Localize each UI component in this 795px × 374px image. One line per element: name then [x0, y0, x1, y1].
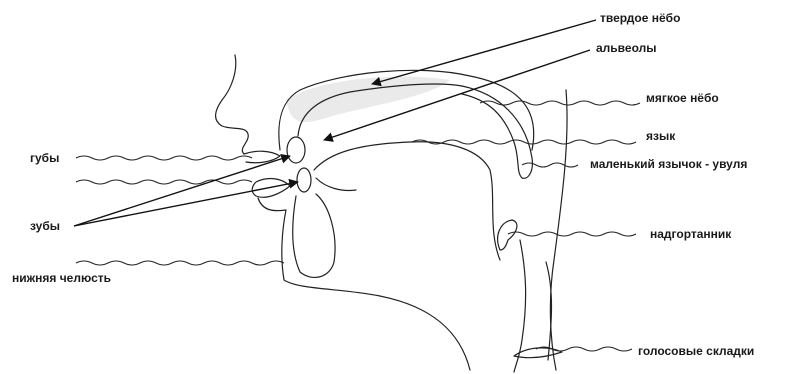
- leader-lips-lower: [76, 180, 252, 184]
- label-uvula: маленький язычок - увуля: [590, 157, 747, 171]
- face-profile: [216, 55, 249, 154]
- leader-lower-jaw: [76, 261, 284, 265]
- label-vocal-folds: голосовые складки: [638, 344, 754, 358]
- label-hard-palate: твердое нёбо: [600, 11, 680, 25]
- label-lips: губы: [30, 151, 59, 165]
- arrow-teeth-upper: [74, 156, 290, 226]
- leader-lips-upper: [76, 156, 252, 160]
- lower-jaw-bone: [293, 194, 335, 277]
- label-epiglottis: надгортанник: [650, 227, 732, 241]
- leader-uvula: [522, 163, 578, 167]
- leader-soft-palate: [480, 101, 640, 105]
- tongue: [314, 142, 500, 260]
- pharynx-back-wall: [550, 90, 567, 370]
- epiglottis: [498, 220, 517, 250]
- vocal-folds-shape: [514, 348, 562, 358]
- label-alveoli: альвеолы: [596, 41, 656, 55]
- arrow-teeth-lower: [74, 182, 298, 226]
- palate-structures: [279, 70, 534, 192]
- wavy-leaders: [412, 101, 640, 351]
- label-soft-palate: мягкое нёбо: [646, 91, 719, 105]
- lower-teeth: [297, 168, 311, 192]
- upper-teeth: [287, 137, 305, 163]
- labels: твердое нёбо альвеолы мягкое нёбо язык м…: [12, 11, 754, 358]
- arrows: [74, 20, 596, 226]
- tongue-underside: [316, 178, 356, 191]
- label-tongue: язык: [646, 129, 676, 143]
- arrow-hard-palate: [372, 20, 596, 84]
- label-teeth: зубы: [30, 219, 60, 233]
- label-lower-jaw: нижняя челюсть: [12, 271, 111, 285]
- wavy-leaders-left: [76, 156, 284, 265]
- chin-outline: [258, 198, 470, 370]
- leader-epiglottis: [508, 232, 636, 236]
